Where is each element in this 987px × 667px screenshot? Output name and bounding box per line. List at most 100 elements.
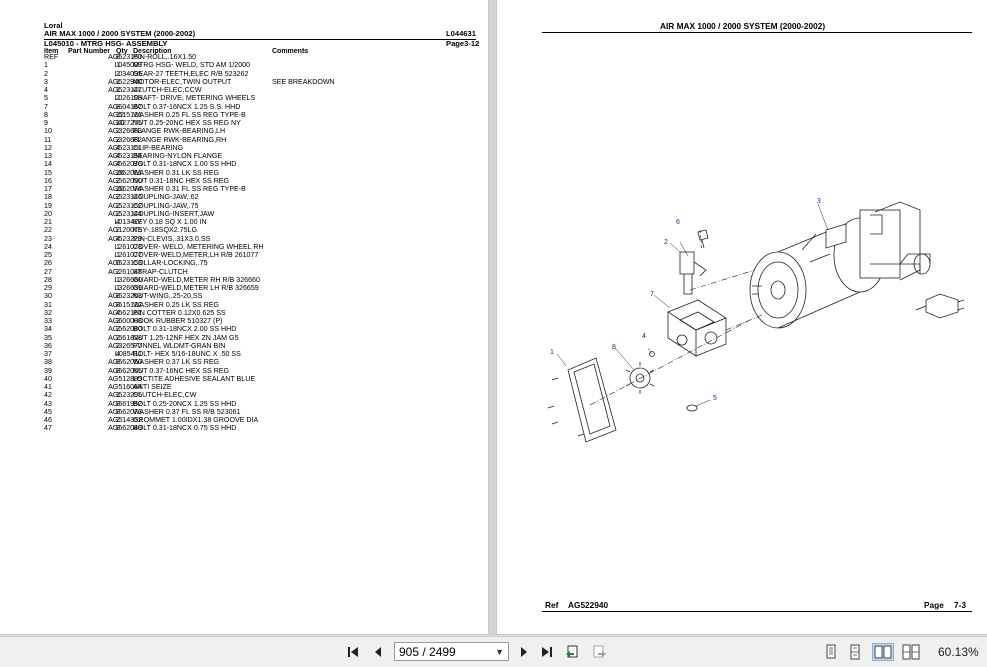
page-number-text: 905 / 2499 <box>399 645 456 659</box>
row-qty: 2 <box>116 69 120 78</box>
brand-name: Loral <box>44 21 63 30</box>
row-item: 22 <box>44 226 52 235</box>
previous-page-icon[interactable] <box>369 643 387 661</box>
row-description: KEY 0.18 SQ X 1.00 IN <box>133 218 207 226</box>
go-forward-icon[interactable] <box>590 643 608 661</box>
row-qty: 2 <box>116 193 120 202</box>
two-page-icon[interactable] <box>872 643 894 661</box>
row-qty: 2 <box>116 176 120 185</box>
two-page-continuous-icon[interactable] <box>900 643 922 661</box>
row-item: 34 <box>44 325 52 334</box>
row-part-number: L085411 <box>114 350 142 358</box>
row-qty: 1 <box>116 86 120 94</box>
row-part-number: AG600008 <box>108 317 142 325</box>
row-part-number: L013427 <box>114 218 142 226</box>
gear-drawing <box>625 362 655 394</box>
row-part-number: AG604167 <box>108 102 142 111</box>
row-qty: 4 <box>116 308 120 317</box>
row-qty: 2 <box>116 341 120 350</box>
row-description: BOLT 0.31-18NCX 1.00 SS HHD <box>133 160 237 169</box>
zoom-level[interactable]: 60.13% <box>938 645 979 659</box>
first-page-icon[interactable] <box>344 643 362 661</box>
row-description: WASHER 0.31 LK SS REG <box>133 168 220 177</box>
housing-drawing <box>667 299 727 357</box>
row-part-number: L326659 <box>114 284 142 292</box>
bolt-drawing <box>697 229 709 249</box>
row-item: 38 <box>44 358 52 367</box>
row-part-number: AG562065 <box>108 366 142 375</box>
row-qty: 16 <box>116 168 124 177</box>
row-part-number: L026105 <box>114 94 142 103</box>
row-item: 46 <box>44 416 52 424</box>
row-part-number: AG561828 <box>108 333 142 342</box>
page-gap <box>489 0 496 636</box>
callout-7: 7 <box>650 291 654 298</box>
row-part-number: AG561952 <box>108 399 142 408</box>
row-qty: 2 <box>116 94 120 103</box>
row-qty: 4 <box>116 143 120 152</box>
row-qty: 1 <box>116 275 120 284</box>
row-qty: 6 <box>116 259 120 268</box>
row-item: 20 <box>44 209 52 218</box>
row-qty: 4 <box>116 160 120 169</box>
row-part-number: AG562080 <box>108 325 142 334</box>
row-qty: 2 <box>116 127 120 136</box>
row-qty: 10 <box>116 119 124 127</box>
row-description: GUARD-WELD,METER LH R/B 326659 <box>133 284 259 292</box>
cover-plate-drawing <box>567 357 617 443</box>
row-qty: 8 <box>116 102 120 111</box>
row-item: 40 <box>44 374 52 383</box>
row-qty: 2 <box>116 416 120 424</box>
row-item: 10 <box>44 127 52 136</box>
row-part-number: AG515121 <box>108 110 142 119</box>
exploded-parts-diagram: 6 2 3 7 4 8 1 5 <box>547 198 965 443</box>
row-qty: 2 <box>116 317 120 325</box>
continuous-page-icon[interactable] <box>846 643 864 661</box>
row-part-number: L034095 <box>114 69 142 78</box>
page-number-field[interactable]: 905 / 2499 ▼ <box>394 642 509 661</box>
row-description: BEARING-NYLON FLANGE <box>133 152 223 160</box>
row-part-number: AG562161 <box>108 308 142 317</box>
row-item: 18 <box>44 193 52 202</box>
row-part-number: AG523263 <box>108 292 142 301</box>
row-qty: 2 <box>116 201 120 210</box>
row-part-number: AG523229 <box>108 234 142 243</box>
last-page-icon[interactable] <box>538 643 556 661</box>
row-item: 14 <box>44 160 52 169</box>
row-description: PIN-ROLL,.16X1.50 <box>133 53 197 61</box>
row-description: CLUTCH-ELEC,CCW <box>133 86 202 94</box>
row-description: ANTI SEIZE <box>133 383 172 391</box>
chevron-down-icon[interactable]: ▼ <box>495 647 504 657</box>
callout-1: 1 <box>550 349 554 356</box>
row-qty: - <box>116 383 119 391</box>
row-qty: 4 <box>116 350 120 358</box>
row-qty: 2 <box>116 135 120 144</box>
go-back-icon[interactable] <box>564 643 582 661</box>
row-item: 3 <box>44 77 48 86</box>
ref-value: AG522940 <box>568 600 609 610</box>
row-item: 17 <box>44 185 52 193</box>
row-description: WASHER 0.25 FL SS REG TYPE-B <box>133 110 246 119</box>
row-qty: 8 <box>116 300 120 309</box>
row-description: WASHER 0.37 FL SS R/B 523061 <box>133 407 241 416</box>
row-part-number: AG562050 <box>108 358 142 367</box>
single-page-icon[interactable] <box>822 643 840 661</box>
row-part-number: AG523144 <box>108 209 142 218</box>
row-qty: 2 <box>116 267 120 276</box>
callout-2: 2 <box>664 239 668 246</box>
document-viewport[interactable]: Loral AIR MAX 1000 / 2000 SYSTEM (2000-2… <box>0 0 987 636</box>
row-description: BOLT 0.25-20NCX 1.25 SS HHD <box>133 399 237 408</box>
row-part-number: AG326682 <box>108 135 142 144</box>
row-item: 7 <box>44 102 48 111</box>
row-qty: 1 <box>116 77 120 86</box>
row-item: 47 <box>44 424 52 433</box>
row-description: SHAFT- DRIVE, METERING WHEELS <box>133 94 256 103</box>
row-part-number: AG523151 <box>108 143 142 152</box>
next-page-icon[interactable] <box>515 643 533 661</box>
row-part-number: AG562073 <box>108 407 142 416</box>
row-qty: 8 <box>116 366 120 375</box>
row-description: NUT 0.31-18NC HEX SS REG <box>133 176 230 185</box>
ref-label: Ref <box>545 600 559 610</box>
row-description: STRAP-CLUTCH <box>133 267 188 276</box>
row-item: REF <box>44 53 59 61</box>
